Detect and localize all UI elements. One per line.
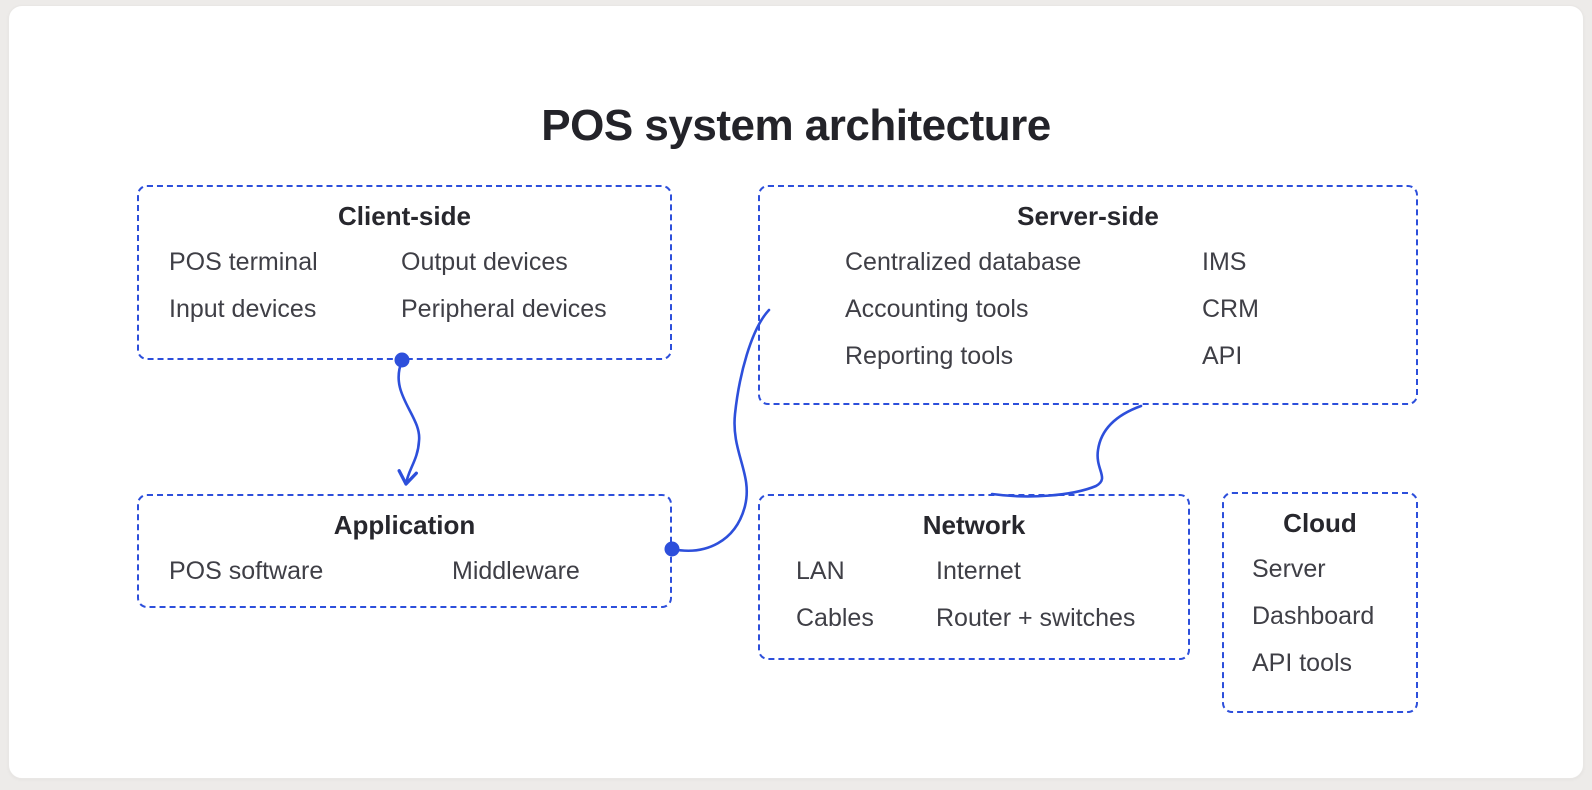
diagram-title: POS system architecture xyxy=(541,101,1051,151)
node-server-side-title: Server-side xyxy=(1017,201,1159,231)
node-item: API xyxy=(1202,342,1243,370)
node-client-side: Client-side POS terminal Input devices O… xyxy=(137,185,672,360)
node-client-side-title: Client-side xyxy=(338,201,471,231)
node-item: Centralized database xyxy=(845,248,1082,276)
node-item: Internet xyxy=(936,557,1021,585)
node-item: Accounting tools xyxy=(845,295,1029,323)
node-application: Application POS software Middleware xyxy=(137,494,672,608)
node-item: LAN xyxy=(796,557,845,585)
node-server-side-items: Centralized database Accounting tools Re… xyxy=(760,232,1416,380)
node-item: POS software xyxy=(169,557,324,585)
node-item: Input devices xyxy=(169,295,317,323)
node-item: Router + switches xyxy=(936,604,1136,632)
node-cloud-title: Cloud xyxy=(1283,508,1357,538)
node-item: Dashboard xyxy=(1252,602,1375,630)
node-cloud: Cloud Server Dashboard API tools xyxy=(1222,492,1418,713)
node-application-title: Application xyxy=(333,510,476,540)
canvas-card xyxy=(8,5,1584,779)
node-item: Peripheral devices xyxy=(401,295,607,323)
node-network: Network LAN Cables Internet Router + swi… xyxy=(758,494,1190,660)
node-network-items: LAN Cables Internet Router + switches xyxy=(760,541,1188,642)
node-item: IMS xyxy=(1202,248,1247,276)
node-item: API tools xyxy=(1252,649,1353,677)
node-item: Cables xyxy=(796,604,874,632)
node-client-side-items: POS terminal Input devices Output device… xyxy=(139,232,670,333)
node-item: Server xyxy=(1252,555,1326,583)
node-application-items: POS software Middleware xyxy=(139,541,670,595)
node-network-title: Network xyxy=(922,510,1026,540)
node-item: CRM xyxy=(1202,295,1259,323)
node-item: Reporting tools xyxy=(845,342,1014,370)
node-item: POS terminal xyxy=(169,248,318,276)
node-item: Output devices xyxy=(401,248,568,276)
node-server-side: Server-side Centralized database Account… xyxy=(758,185,1418,405)
node-cloud-items: Server Dashboard API tools xyxy=(1224,539,1416,687)
node-item: Middleware xyxy=(452,557,580,585)
